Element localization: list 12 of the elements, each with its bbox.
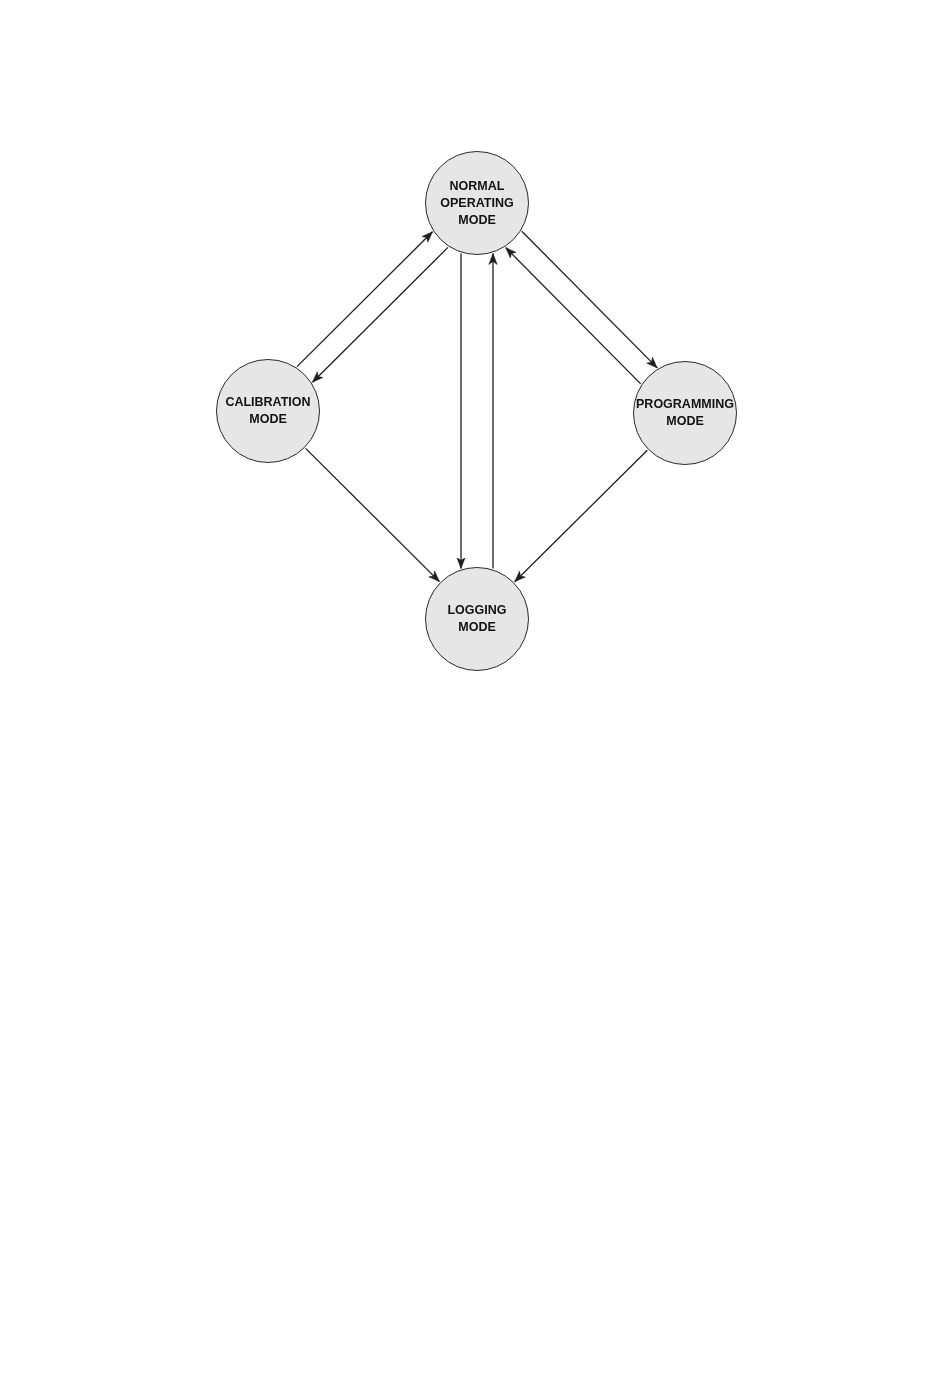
state-label: LOGGING MODE [446,602,508,636]
transition-arrow [505,246,642,385]
transition-arrow [304,447,441,583]
transition-arrow [296,231,434,368]
transition-arrow [521,230,658,369]
state-label: PROGRAMMING MODE [635,396,735,430]
state-label: NORMAL OPERATING MODE [439,177,515,229]
transition-arrow [488,252,498,570]
transition-arrow [456,252,466,570]
state-label: CALIBRATION MODE [224,394,312,428]
transition-arrow [311,246,449,383]
transition-arrow [514,449,648,583]
